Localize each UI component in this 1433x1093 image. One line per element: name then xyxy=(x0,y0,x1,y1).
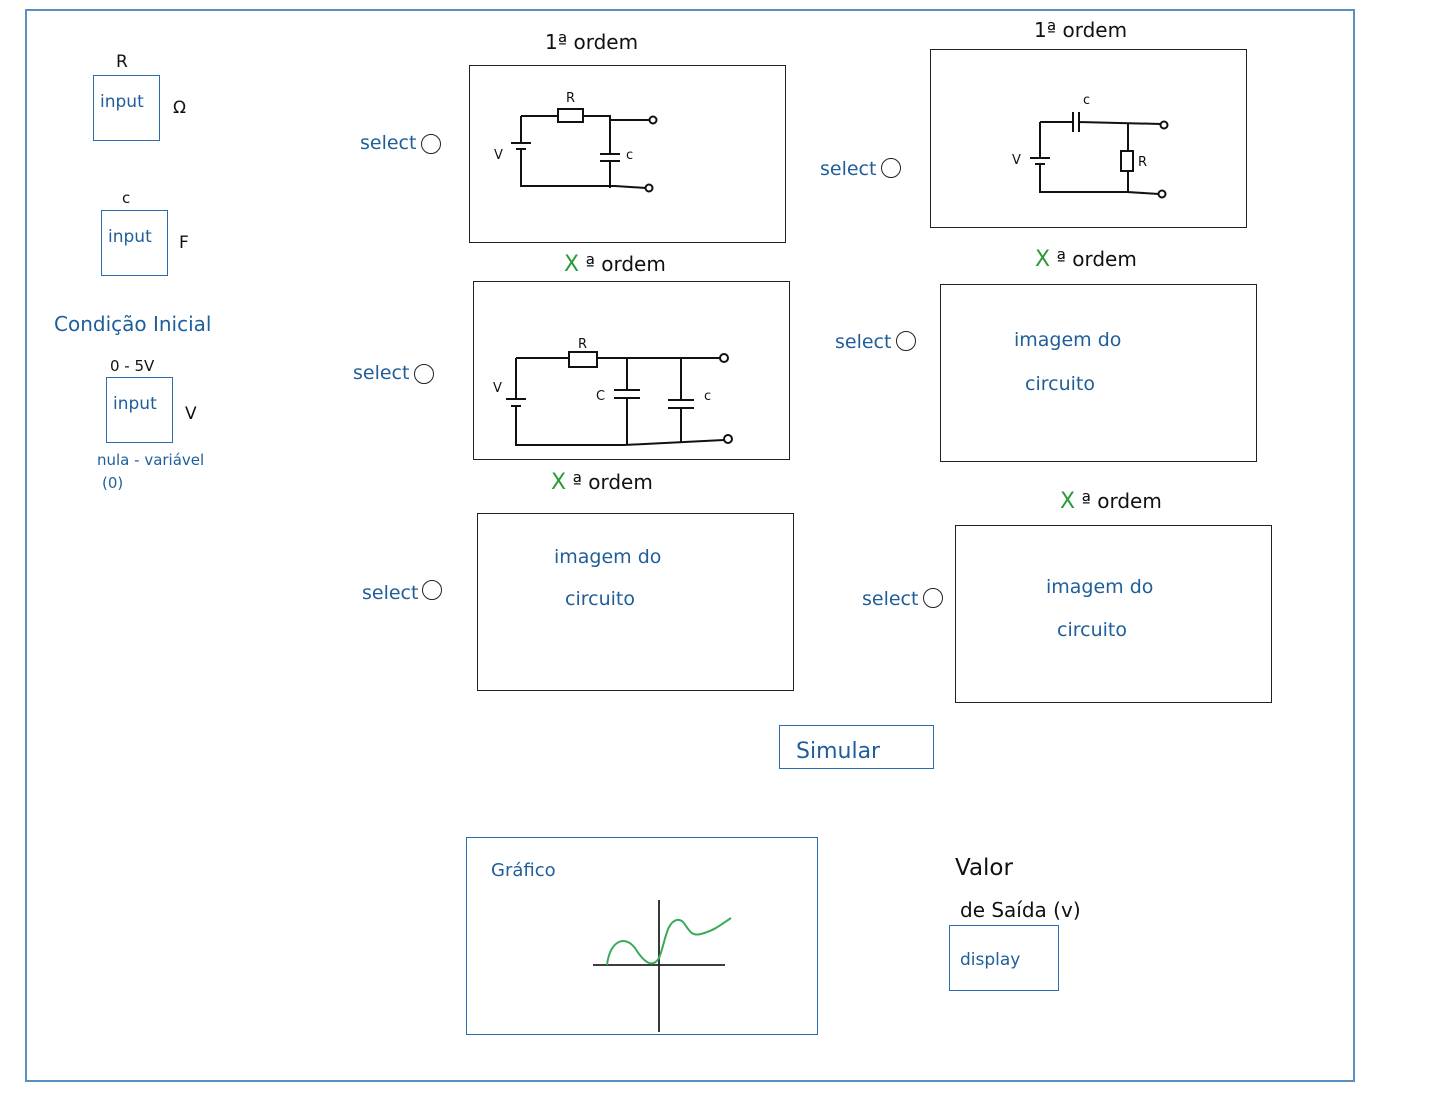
circuit-2-c-label: c xyxy=(1083,93,1090,108)
circuit-3-box: R C c V xyxy=(473,281,790,460)
circuit-2-diagram: c R V xyxy=(1012,93,1169,199)
circuit-2-v-label: V xyxy=(1012,153,1021,168)
circuit-6-box: imagem do circuito xyxy=(955,525,1272,703)
circuit-3-r-label: R xyxy=(578,337,587,352)
circuit-5-heading-rest: ª ordem xyxy=(572,470,653,494)
circuit-5-radio[interactable] xyxy=(422,580,442,600)
circuit-6-radio[interactable] xyxy=(923,588,943,608)
circuit-3-diagram: R C c V xyxy=(493,337,733,446)
circuit-2-heading: 1ª ordem xyxy=(1034,18,1128,42)
circuit-2-radio[interactable] xyxy=(881,158,901,178)
circuit-4-box: imagem do circuito xyxy=(940,284,1257,462)
output-title-line1: Valor xyxy=(955,855,1013,881)
circuit-6-heading: X ª ordem xyxy=(1060,489,1162,514)
circuit-3-heading-x: X xyxy=(564,252,580,277)
circuit-5-heading-x: X xyxy=(551,470,567,495)
graph-curve xyxy=(606,917,732,966)
circuit-2-box: c R V xyxy=(930,49,1247,228)
page-frame xyxy=(25,9,1355,1082)
initial-condition-note-zero: (0) xyxy=(102,474,124,492)
circuit-1-heading: 1ª ordem xyxy=(545,30,639,54)
initial-condition-range: 0 - 5V xyxy=(110,357,155,375)
c-label: c xyxy=(122,189,131,207)
circuit-3-heading-rest: ª ordem xyxy=(585,252,666,276)
circuit-1-diagram: R c V xyxy=(494,91,658,193)
circuit-5-box: imagem do circuito xyxy=(477,513,794,691)
circuit-4-placeholder-line2: circuito xyxy=(1025,373,1095,395)
circuit-6-select-label: select xyxy=(862,588,919,610)
graph-plot xyxy=(593,900,732,1032)
circuit-2-select-label: select xyxy=(820,158,877,180)
circuit-1-radio[interactable] xyxy=(421,134,441,154)
circuit-4-radio[interactable] xyxy=(896,331,916,351)
circuit-4-select-label: select xyxy=(835,331,892,353)
circuit-4-heading-x: X xyxy=(1035,247,1051,272)
simulate-button[interactable]: Simular xyxy=(779,725,934,769)
initial-condition-unit: V xyxy=(185,404,197,424)
circuit-4-heading: X ª ordem xyxy=(1035,247,1137,272)
initial-condition-title: Condição Inicial xyxy=(54,312,212,336)
initial-condition-input[interactable]: input xyxy=(106,377,173,443)
c-unit: F xyxy=(179,233,189,253)
circuit-1-c-label: c xyxy=(626,148,633,163)
circuit-1-r-label: R xyxy=(566,91,575,106)
graph-panel: Gráfico xyxy=(466,837,818,1035)
circuit-3-heading: X ª ordem xyxy=(564,252,666,277)
circuit-5-heading: X ª ordem xyxy=(551,470,653,495)
output-title-line2: de Saída (v) xyxy=(960,898,1081,922)
r-unit: Ω xyxy=(173,98,186,118)
r-input[interactable]: input xyxy=(93,75,160,141)
initial-condition-note: nula - variável xyxy=(97,451,205,469)
circuit-5-placeholder-line1: imagem do xyxy=(554,546,662,568)
circuit-4-heading-rest: ª ordem xyxy=(1056,247,1137,271)
circuit-2-r-label: R xyxy=(1138,155,1147,170)
circuit-6-heading-x: X xyxy=(1060,489,1076,514)
circuit-6-heading-rest: ª ordem xyxy=(1081,489,1162,513)
circuit-4-placeholder-line1: imagem do xyxy=(1014,329,1122,351)
output-display: display xyxy=(949,925,1059,991)
circuit-6-placeholder-line1: imagem do xyxy=(1046,576,1154,598)
circuit-3-select-label: select xyxy=(353,362,410,384)
circuit-6-placeholder-line2: circuito xyxy=(1057,619,1127,641)
circuit-1-v-label: V xyxy=(494,148,503,163)
circuit-5-placeholder-line2: circuito xyxy=(565,588,635,610)
circuit-3-radio[interactable] xyxy=(414,364,434,384)
circuit-5-select-label: select xyxy=(362,582,419,604)
graph-title: Gráfico xyxy=(491,860,556,881)
circuit-3-v-label: V xyxy=(493,381,502,396)
circuit-1-select-label: select xyxy=(360,132,417,154)
circuit-3-c1-label: C xyxy=(596,389,605,404)
c-input[interactable]: input xyxy=(101,210,168,276)
r-label: R xyxy=(116,52,128,72)
circuit-1-box: R c V xyxy=(469,65,786,243)
circuit-3-c2-label: c xyxy=(704,389,711,404)
